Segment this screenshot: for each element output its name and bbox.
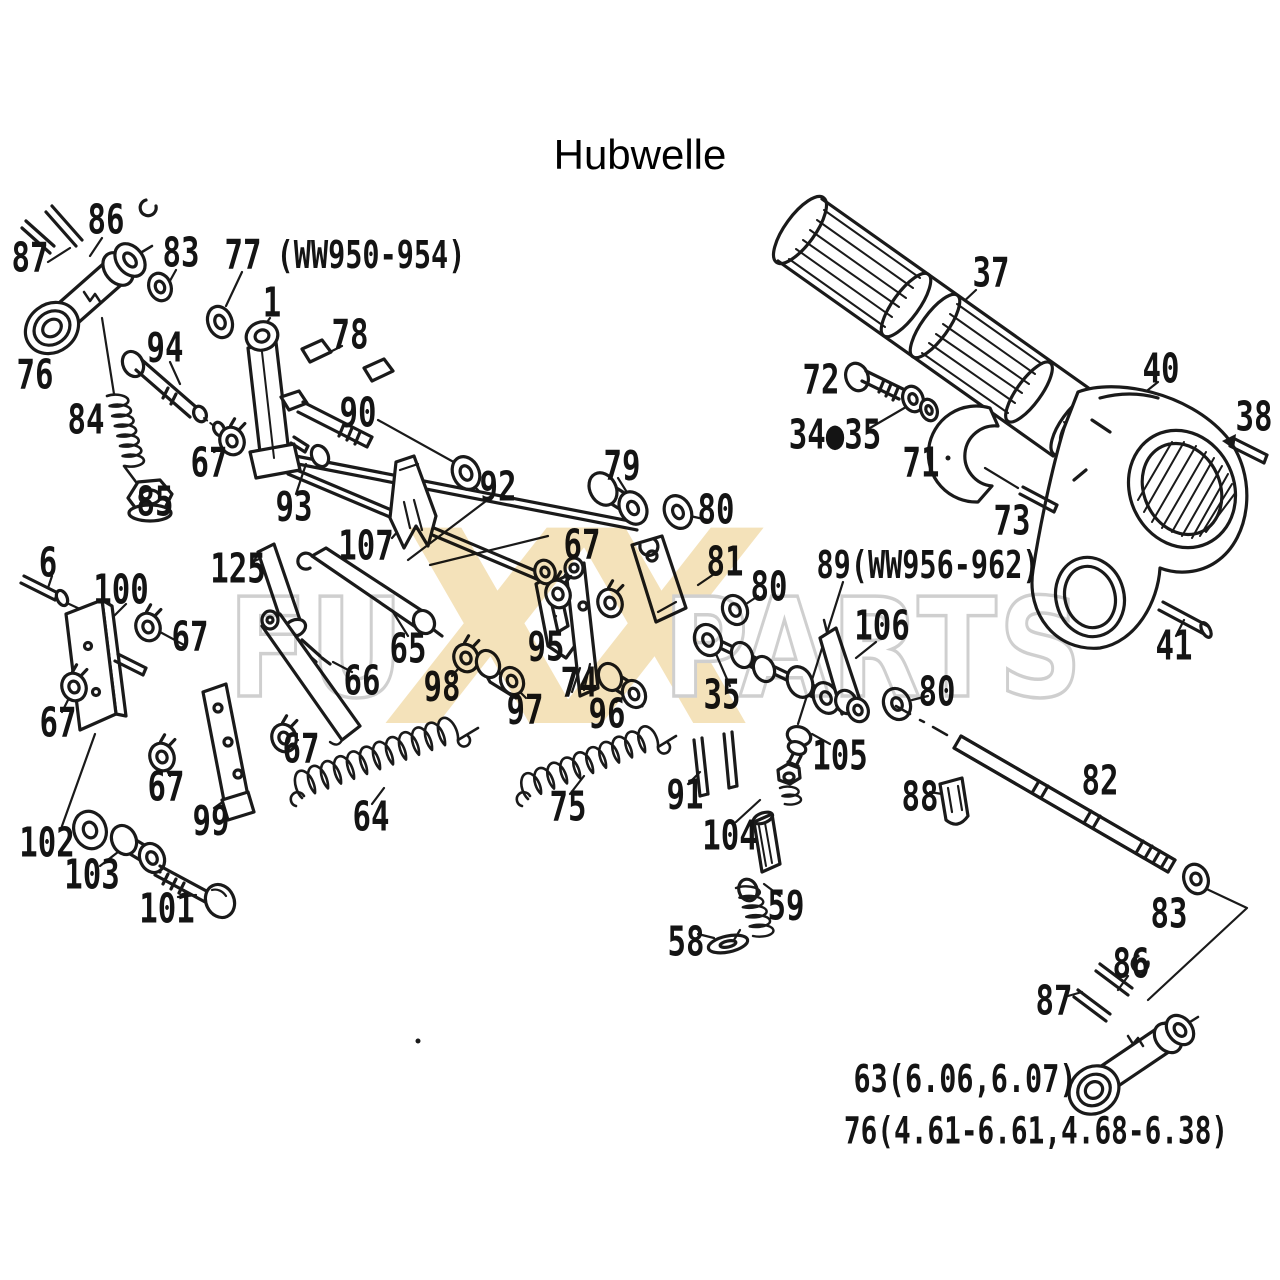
- fork-roller-set: [388, 454, 750, 627]
- shaft-82-set: [894, 704, 1210, 896]
- lever-106-column: [706, 618, 870, 955]
- left-cluster: [19, 414, 362, 822]
- lift-arm: [1030, 385, 1249, 650]
- tension-springs: [289, 716, 678, 808]
- lever-76-bottom: [1067, 954, 1200, 1116]
- splined-shaft: [771, 194, 1101, 458]
- bottom-left-set: [72, 809, 237, 920]
- bolt-spring-set: [105, 349, 374, 523]
- lever-76-top: [20, 198, 235, 356]
- clamp-bolt-set: [844, 361, 1269, 639]
- link-1: [244, 320, 395, 480]
- stray-dot: [415, 1038, 421, 1044]
- pins-91: [692, 730, 739, 798]
- page-title: Hubwelle: [553, 131, 727, 178]
- center-linkage: [296, 546, 913, 722]
